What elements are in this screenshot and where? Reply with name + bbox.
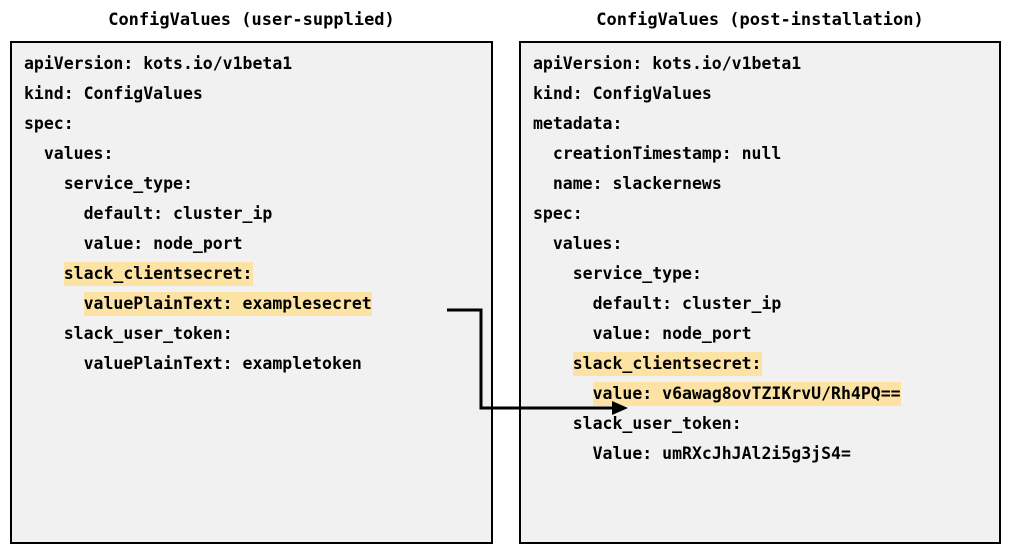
code-line: valuePlainText: examplesecret — [12, 288, 491, 318]
left-code-lines: apiVersion: kots.io/v1beta1 kind: ConfigV… — [12, 48, 491, 378]
code-indent — [533, 262, 573, 286]
code-line: value: node_port — [521, 318, 999, 348]
code-line: valuePlainText: exampletoken — [12, 348, 491, 378]
code-line: Value: umRXcJhJAl2i5g3jS4= — [521, 438, 999, 468]
code-text: spec: — [24, 113, 74, 133]
code-line: value: v6awag8ovTZIKrvU/Rh4PQ== — [521, 378, 999, 408]
code-text: default: cluster_ip — [83, 203, 273, 223]
code-indent — [533, 442, 593, 466]
code-text: slack_user_token: — [572, 413, 742, 433]
code-line: value: node_port — [12, 228, 491, 258]
code-line: metadata: — [521, 108, 999, 138]
code-indent — [24, 262, 64, 286]
code-line: name: slackernews — [521, 168, 999, 198]
code-indent — [24, 202, 84, 226]
code-text: values: — [43, 143, 114, 163]
code-line: creationTimestamp: null — [521, 138, 999, 168]
code-line: apiVersion: kots.io/v1beta1 — [521, 48, 999, 78]
code-indent — [24, 142, 44, 166]
code-text: default: cluster_ip — [592, 293, 782, 313]
code-line: spec: — [12, 108, 491, 138]
code-line: slack_clientsecret: — [12, 258, 491, 288]
code-line: kind: ConfigValues — [12, 78, 491, 108]
code-text: Value: umRXcJhJAl2i5g3jS4= — [592, 443, 851, 463]
code-text: kind: ConfigValues — [533, 83, 712, 103]
code-text: value: node_port — [83, 233, 243, 253]
code-line: service_type: — [12, 168, 491, 198]
code-line: slack_user_token: — [12, 318, 491, 348]
code-text: service_type: — [572, 263, 702, 283]
code-indent — [533, 352, 573, 376]
code-indent — [533, 382, 593, 406]
code-indent — [533, 142, 553, 166]
code-text: slack_user_token: — [63, 323, 233, 343]
code-indent — [533, 322, 593, 346]
code-line: slack_clientsecret: — [521, 348, 999, 378]
code-indent — [533, 232, 553, 256]
code-text-highlighted: slack_clientsecret: — [572, 351, 762, 376]
code-text: values: — [552, 233, 623, 253]
code-line: apiVersion: kots.io/v1beta1 — [12, 48, 491, 78]
code-indent — [533, 172, 553, 196]
left-config-values-box: apiVersion: kots.io/v1beta1 kind: ConfigV… — [10, 41, 493, 544]
code-text: spec: — [533, 203, 583, 223]
code-text: kind: ConfigValues — [24, 83, 203, 103]
left-panel-title: ConfigValues (user-supplied) — [108, 10, 395, 30]
code-indent — [24, 232, 84, 256]
code-text: value: node_port — [592, 323, 752, 343]
code-text-highlighted: valuePlainText: examplesecret — [83, 291, 372, 316]
code-text-highlighted: value: v6awag8ovTZIKrvU/Rh4PQ== — [592, 381, 901, 406]
code-line: values: — [521, 228, 999, 258]
code-text: valuePlainText: exampletoken — [83, 353, 362, 373]
right-code-lines: apiVersion: kots.io/v1beta1 kind: ConfigV… — [521, 48, 999, 468]
code-text: apiVersion: kots.io/v1beta1 — [24, 53, 293, 73]
code-text: apiVersion: kots.io/v1beta1 — [533, 53, 802, 73]
code-indent — [24, 292, 84, 316]
code-text-highlighted: slack_clientsecret: — [63, 261, 253, 286]
code-text: name: slackernews — [552, 173, 722, 193]
code-indent — [24, 172, 64, 196]
code-line: spec: — [521, 198, 999, 228]
code-line: default: cluster_ip — [12, 198, 491, 228]
code-indent — [24, 352, 84, 376]
code-text: service_type: — [63, 173, 193, 193]
right-panel-title: ConfigValues (post-installation) — [596, 10, 924, 30]
code-text: metadata: — [533, 113, 623, 133]
code-line: slack_user_token: — [521, 408, 999, 438]
code-line: default: cluster_ip — [521, 288, 999, 318]
code-text: creationTimestamp: null — [552, 143, 782, 163]
code-line: values: — [12, 138, 491, 168]
code-line: kind: ConfigValues — [521, 78, 999, 108]
code-indent — [24, 322, 64, 346]
code-indent — [533, 412, 573, 436]
code-indent — [533, 292, 593, 316]
code-line: service_type: — [521, 258, 999, 288]
right-config-values-box: apiVersion: kots.io/v1beta1 kind: ConfigV… — [519, 41, 1001, 544]
